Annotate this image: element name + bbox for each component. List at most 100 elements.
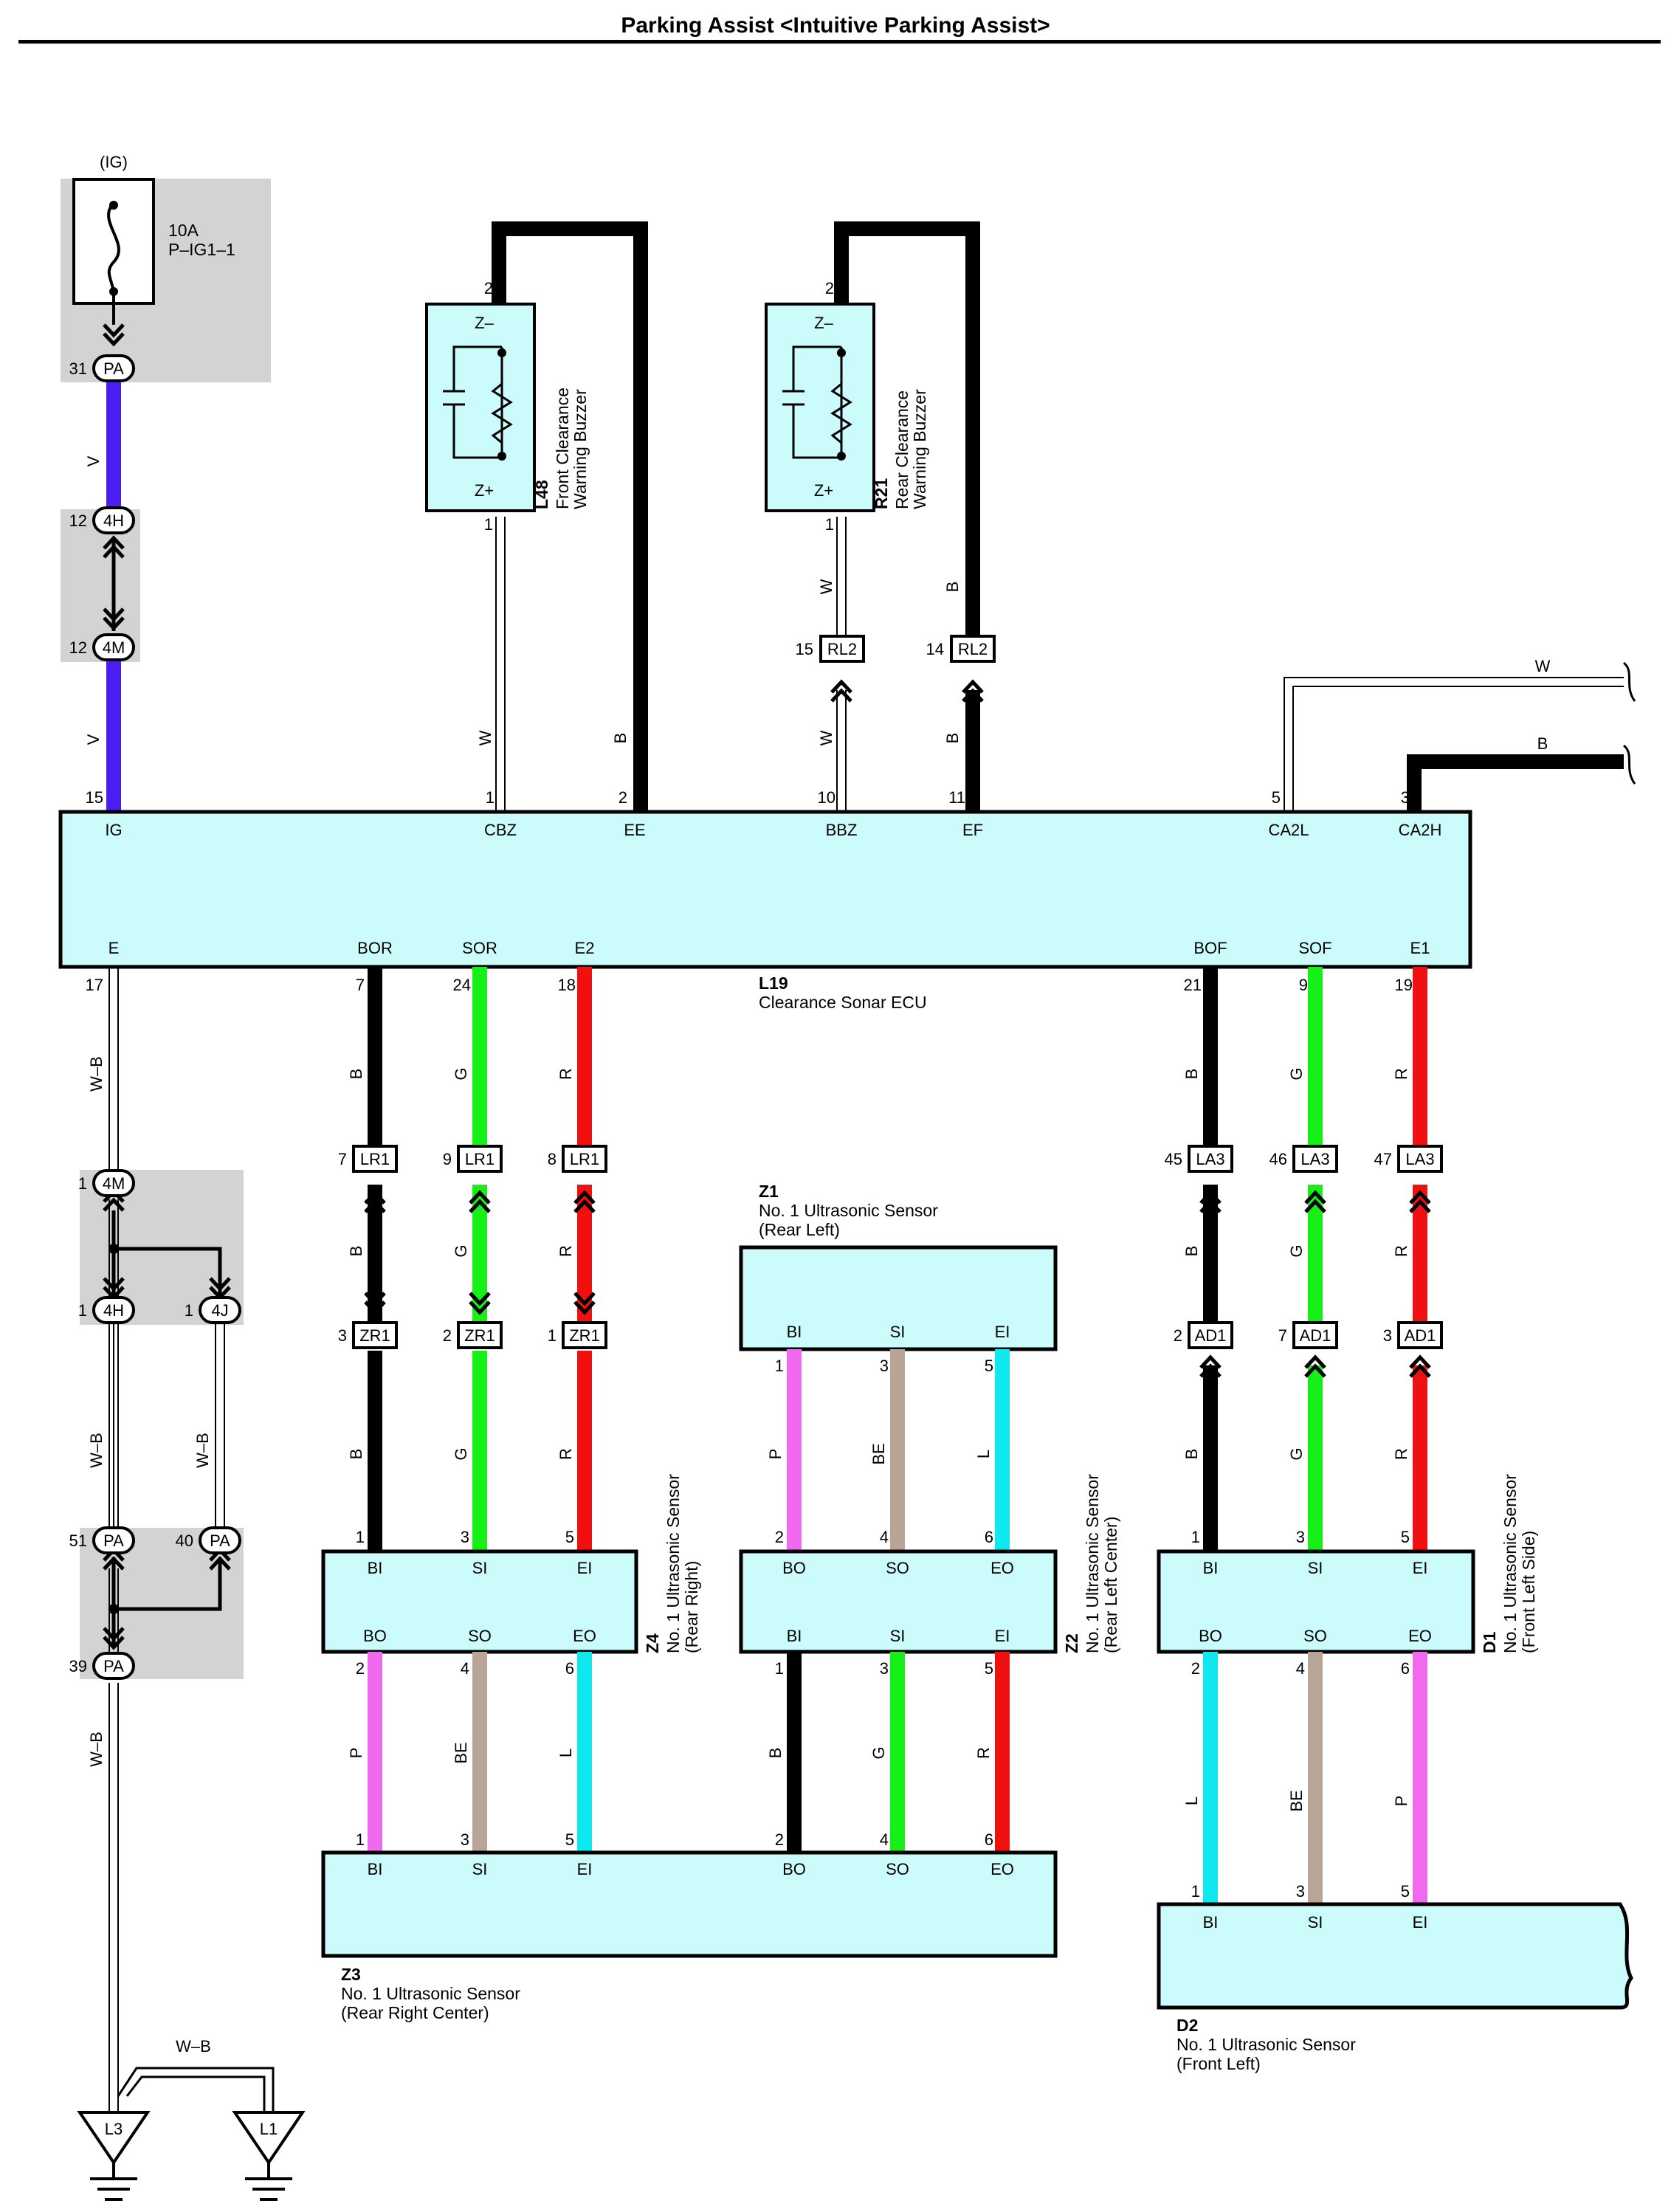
wire-label: G [1287, 1447, 1306, 1460]
title-rule [18, 40, 1661, 44]
connector-ad1-3: AD1 3 [1383, 1321, 1443, 1349]
wire-label: B [1537, 734, 1548, 753]
ground-l1: L1 [232, 2111, 306, 2201]
svg-text:1: 1 [548, 1326, 557, 1345]
wire-label: B [943, 582, 962, 593]
svg-text:BO: BO [363, 1627, 387, 1645]
svg-text:1: 1 [78, 1301, 87, 1320]
d1-position: (Front Left Side) [1519, 1531, 1538, 1653]
svg-text:Z–: Z– [475, 314, 494, 332]
svg-text:EO: EO [573, 1627, 596, 1645]
svg-text:15: 15 [796, 640, 813, 658]
svg-text:PA: PA [103, 1531, 124, 1550]
svg-text:9: 9 [443, 1150, 452, 1168]
svg-text:BO: BO [782, 1559, 806, 1577]
pin: 3 [880, 1357, 889, 1375]
break-mark-icon [1622, 744, 1636, 785]
d2-name: No. 1 Ultrasonic Sensor [1176, 2035, 1356, 2054]
svg-text:E: E [108, 939, 120, 957]
svg-text:ZR1: ZR1 [569, 1326, 600, 1345]
front-buzzer: Z– Z+ 2 1 L48 Front Clearance Warning Bu… [425, 279, 590, 534]
pin: 1 [775, 1357, 784, 1375]
pin: 5 [985, 1357, 993, 1375]
svg-text:7: 7 [338, 1150, 347, 1168]
wire-label: W–B [193, 1433, 212, 1468]
wire-b-ef [834, 221, 980, 642]
pin: 4 [461, 1659, 469, 1678]
connector-ad1-7: AD1 7 [1278, 1321, 1338, 1349]
wire-label: B [347, 1069, 365, 1080]
pin: 1 [356, 1830, 365, 1849]
pin: 3 [1296, 1882, 1305, 1901]
svg-text:E2: E2 [575, 939, 595, 957]
ecu-name: Clearance Sonar ECU [759, 993, 927, 1012]
z3-position: (Rear Right Center) [341, 2003, 489, 2022]
svg-text:2: 2 [1174, 1326, 1182, 1345]
svg-text:AD1: AD1 [1405, 1326, 1436, 1345]
svg-text:3: 3 [1383, 1326, 1392, 1345]
pin: 18 [558, 976, 576, 994]
clearance-sonar-ecu: IG CBZ EE BBZ EF CA2L CA2H 15 1 2 10 11 … [58, 788, 1472, 969]
wire-label: BE [1287, 1790, 1306, 1811]
wire-label: W–B [87, 1732, 106, 1767]
pin: 6 [985, 1528, 993, 1546]
pin: 3 [880, 1659, 889, 1678]
svg-text:LR1: LR1 [570, 1150, 599, 1168]
svg-text:BI: BI [1203, 1913, 1219, 1932]
svg-text:7: 7 [1278, 1326, 1287, 1345]
wire-wb-4j [215, 1321, 225, 1543]
pin: 24 [453, 976, 471, 994]
svg-text:SI: SI [1308, 1913, 1323, 1932]
svg-text:EF: EF [962, 821, 983, 839]
connector-zr1-1: ZR1 1 [548, 1321, 607, 1349]
z2-code: Z2 [1062, 1633, 1081, 1653]
svg-text:LA3: LA3 [1300, 1150, 1329, 1168]
svg-text:SI: SI [472, 1559, 488, 1577]
svg-text:SO: SO [886, 1559, 909, 1577]
svg-text:SI: SI [890, 1627, 906, 1645]
svg-text:EI: EI [995, 1323, 1010, 1341]
buzzer-symbol-icon [443, 345, 513, 459]
svg-text:AD1: AD1 [1300, 1326, 1331, 1345]
wire-label: G [1287, 1067, 1306, 1080]
page-title: Parking Assist <Intuitive Parking Assist… [621, 13, 1050, 38]
svg-text:EE: EE [624, 821, 645, 839]
ground-l3: L3 [77, 2111, 151, 2201]
svg-text:10: 10 [818, 788, 836, 807]
svg-text:39: 39 [69, 1657, 87, 1675]
connector-pa-51: PA 51 [69, 1526, 135, 1554]
svg-text:SI: SI [1308, 1559, 1323, 1577]
svg-text:12: 12 [69, 511, 87, 530]
svg-text:1: 1 [484, 515, 493, 534]
z1-name: No. 1 Ultrasonic Sensor [759, 1201, 938, 1220]
svg-text:CA2H: CA2H [1399, 821, 1442, 839]
svg-text:1: 1 [486, 788, 495, 807]
wire-label: G [1287, 1244, 1306, 1257]
wire-label: W–B [176, 2037, 211, 2056]
rear-buzzer: Z– Z+ 2 1 R21 Rear Clearance Warning Buz… [765, 279, 929, 534]
svg-text:2: 2 [484, 279, 493, 297]
wire-label: V [84, 734, 103, 745]
pin: 5 [1401, 1528, 1410, 1546]
z3-name: No. 1 Ultrasonic Sensor [341, 1984, 520, 2003]
svg-text:45: 45 [1165, 1150, 1182, 1168]
pin: 2 [775, 1528, 784, 1546]
pin: 5 [565, 1830, 574, 1849]
svg-text:ZR1: ZR1 [464, 1326, 495, 1345]
z4-code: Z4 [643, 1633, 662, 1653]
svg-text:EI: EI [1413, 1913, 1428, 1932]
d1-code: D1 [1480, 1631, 1499, 1653]
svg-text:EO: EO [990, 1559, 1014, 1577]
wire-label: R [974, 1747, 993, 1759]
z4-name: No. 1 Ultrasonic Sensor [664, 1474, 683, 1653]
svg-text:12: 12 [69, 638, 87, 657]
svg-text:3: 3 [1401, 788, 1410, 807]
pin: 3 [461, 1830, 469, 1849]
svg-text:L48: L48 [532, 480, 551, 509]
pin: 19 [1395, 976, 1413, 994]
sensor-d2: BI SI EI [1157, 1902, 1633, 2010]
svg-text:R21: R21 [872, 478, 891, 509]
